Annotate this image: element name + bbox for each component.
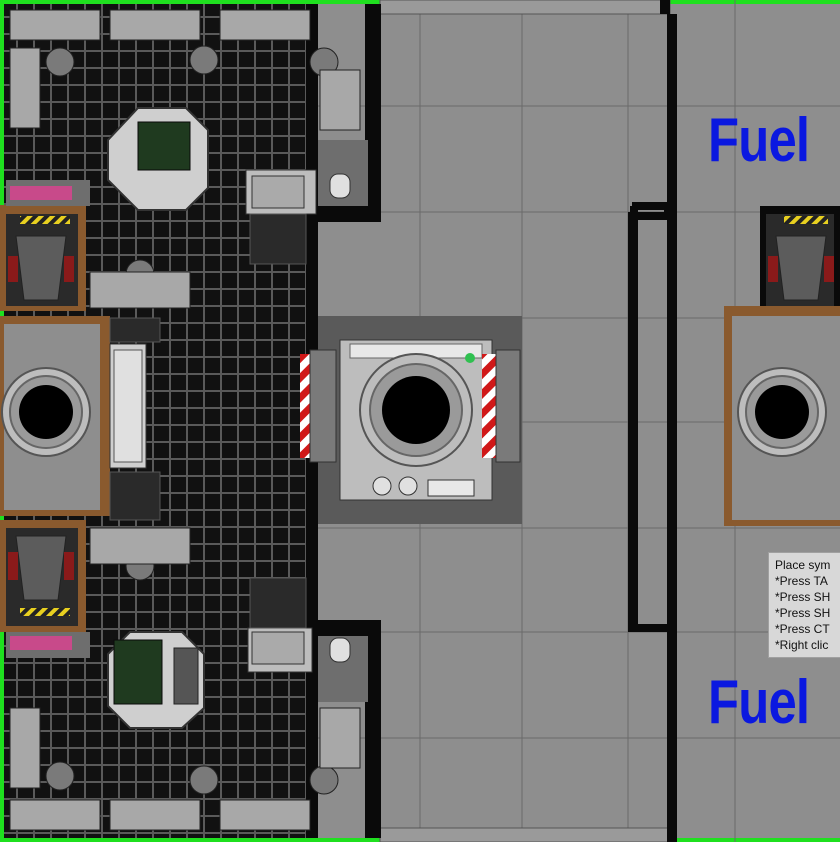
tooltip-line: *Press SH <box>775 590 831 604</box>
tooltip-line: *Press CT <box>775 622 830 636</box>
fuel-label-bottom: Fuel <box>708 668 810 737</box>
tooltip-line: Place sym <box>775 558 831 572</box>
left-hatch-compartments <box>0 180 110 658</box>
console-icon <box>107 107 368 729</box>
tooltip-line: *Right clic <box>775 638 829 652</box>
tooltip-line: *Press TA <box>775 574 828 588</box>
fuel-label-top: Fuel <box>708 106 810 175</box>
console-row-icons <box>9 9 361 831</box>
ramp-icon <box>109 213 307 629</box>
help-tooltip: Place sym *Press TA *Press SH *Press SH … <box>768 552 840 658</box>
tooltip-line: *Press SH <box>775 606 831 620</box>
right-hatch-compartments <box>724 206 840 526</box>
central-airlock[interactable] <box>300 316 522 524</box>
